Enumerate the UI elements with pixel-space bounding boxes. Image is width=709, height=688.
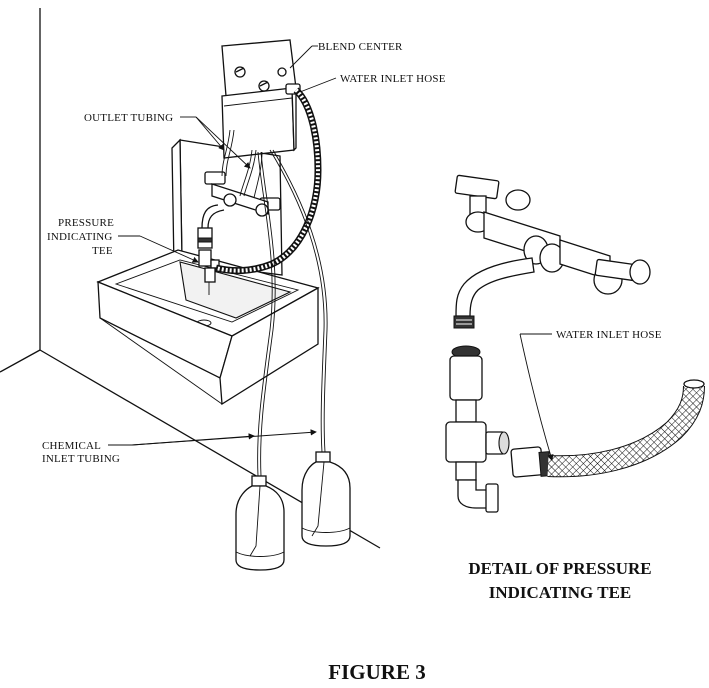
pressure-indicating-tee-label-line2: INDICATING — [47, 231, 113, 243]
detail-faucet — [453, 174, 651, 329]
chemical-inlet-tubing-label-line1: CHEMICAL — [42, 440, 101, 452]
pressure-indicating-tee-label-line3: TEE — [92, 245, 113, 257]
detail-water-inlet-hose-label: WATER INLET HOSE — [556, 329, 662, 341]
outlet-tubing-label: OUTLET TUBING — [84, 112, 173, 124]
chemical-inlet-tubing-label-line2: INLET TUBING — [42, 453, 120, 465]
label-chemical-inlet-tubing: CHEMICAL INLET TUBING — [42, 429, 317, 465]
pressure-indicating-tee-small — [197, 227, 220, 295]
water-inlet-hose-mesh — [215, 88, 321, 273]
label-pressure-indicating-tee: PRESSURE INDICATING TEE — [47, 217, 199, 263]
blend-center-unit — [221, 39, 301, 159]
chemical-jug-left — [235, 475, 285, 571]
water-inlet-hose-label: WATER INLET HOSE — [340, 73, 446, 85]
chemical-jug-right — [301, 451, 351, 547]
label-detail-water-inlet-hose: WATER INLET HOSE — [519, 329, 662, 461]
label-blend-center: BLEND CENTER — [289, 41, 403, 69]
label-outlet-tubing: OUTLET TUBING — [84, 112, 251, 169]
blend-center-label: BLEND CENTER — [318, 41, 403, 53]
label-water-inlet-hose: WATER INLET HOSE — [299, 73, 446, 93]
pressure-indicating-tee-label-line1: PRESSURE — [58, 217, 114, 229]
pressure-indicating-tee-detail — [445, 345, 510, 513]
figure-title: FIGURE 3 — [328, 660, 425, 684]
detail-title-line1: DETAIL OF PRESSURE — [468, 559, 651, 578]
detail-title-line2: INDICATING TEE — [489, 583, 632, 602]
sink-faucet — [201, 171, 281, 229]
chemical-inlet-tubing — [257, 149, 328, 477]
detail-water-inlet-hose — [510, 379, 705, 478]
